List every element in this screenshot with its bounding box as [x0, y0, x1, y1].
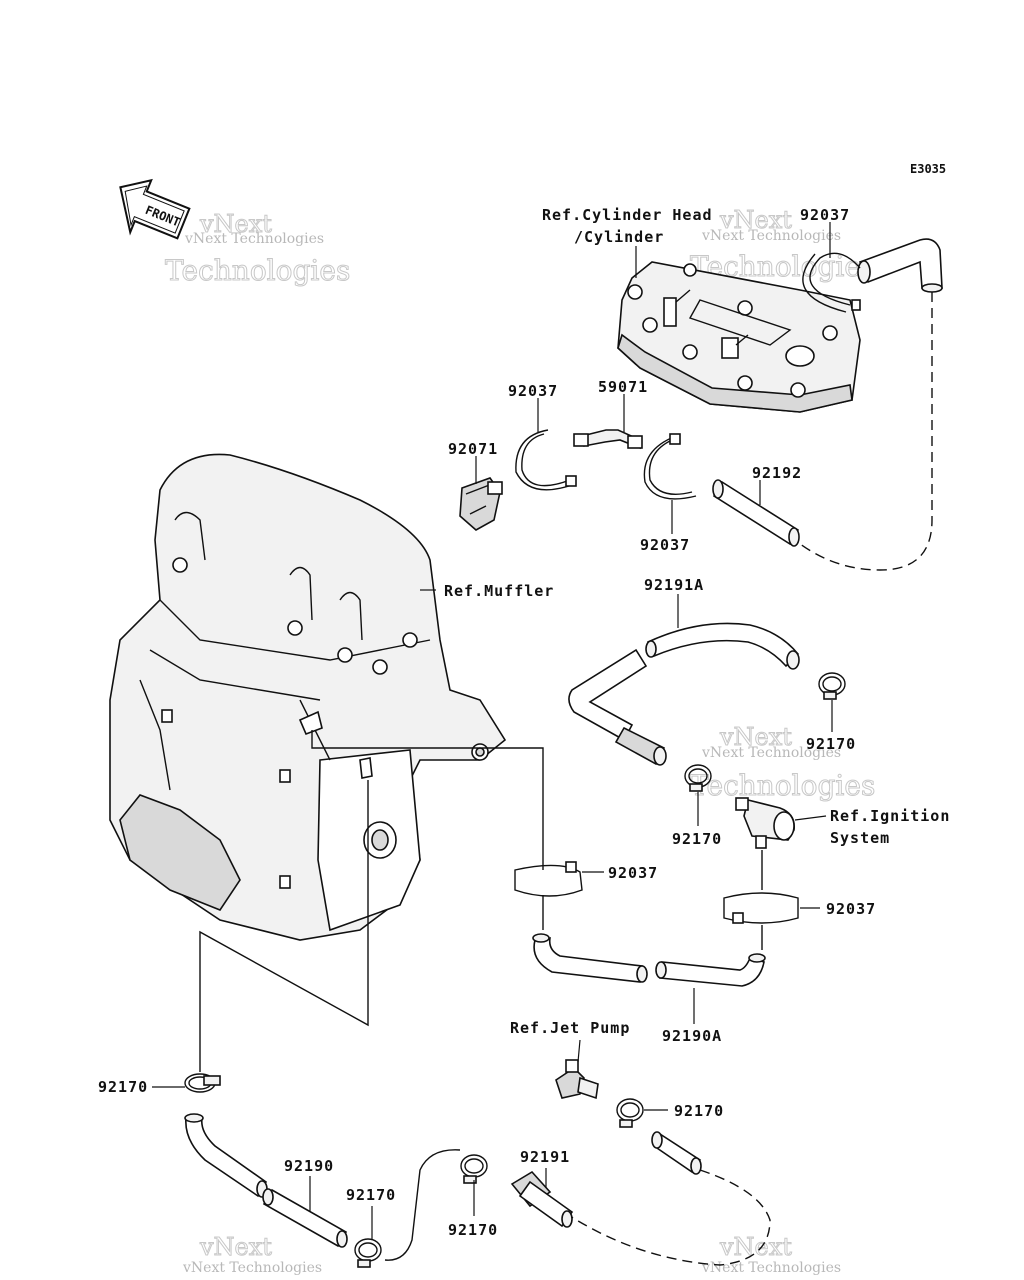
plug-92071	[459, 477, 503, 531]
part-number-92192: 92192	[752, 464, 802, 482]
part-number-92037-top: 92037	[800, 206, 850, 224]
part-number-92190A: 92190A	[662, 1027, 722, 1045]
hose-small-curve	[384, 1149, 461, 1261]
label-ref-cylinder: /Cylinder	[574, 228, 664, 246]
hose-92190A	[532, 933, 766, 987]
watermark-bottom-right: vNext vNext Technologies	[701, 1233, 841, 1277]
jet-pump-fitting	[555, 1059, 599, 1100]
part-number-92170-b: 92170	[672, 830, 722, 848]
svg-text:vNext Technologies: vNext Technologies	[182, 1260, 322, 1276]
svg-text:vNext Technologies: vNext Technologies	[701, 1260, 841, 1276]
watermark-top-right: vNext Technologies vNext Technologies	[690, 206, 876, 284]
part-number-92170-f: 92170	[448, 1221, 498, 1239]
svg-text:vNext: vNext	[719, 723, 792, 751]
part-number-92037-c: 92037	[608, 864, 658, 882]
muffler	[109, 453, 507, 941]
label-ref-cylinder-head: Ref.Cylinder Head	[542, 206, 713, 224]
part-number-92190: 92190	[284, 1157, 334, 1175]
svg-text:vNext Technologies: vNext Technologies	[184, 231, 324, 247]
svg-text:vNext Technologies: vNext Technologies	[701, 228, 841, 244]
hose-92191A	[568, 622, 800, 766]
clamp-92170-e	[184, 1073, 221, 1093]
clamp-92170-c	[616, 1098, 644, 1128]
label-ref-muffler: Ref.Muffler	[444, 582, 554, 600]
watermark-bottom-left: vNext vNext Technologies	[182, 1233, 322, 1277]
watermark-middle-right: vNext Technologies vNext Technologies	[690, 723, 876, 803]
part-number-92037-a: 92037	[508, 382, 558, 400]
part-number-59071: 59071	[598, 378, 648, 396]
clamp-92170-f	[460, 1154, 488, 1184]
clamp-92170-b	[684, 764, 712, 792]
fitting-59071	[573, 429, 643, 450]
part-number-92170-e: 92170	[98, 1078, 148, 1096]
hose-92191	[510, 1170, 574, 1228]
line-muffler-to-clamp	[311, 730, 544, 870]
front-arrow-icon: FRONT	[119, 178, 191, 240]
ignition-fitting	[735, 797, 796, 849]
hose-route-lower-right	[569, 1169, 771, 1266]
clamp-92037-c	[514, 861, 583, 897]
svg-text:Technologies: Technologies	[690, 769, 875, 802]
svg-text:Technologies: Technologies	[165, 254, 350, 287]
cylinder-head	[617, 261, 861, 413]
svg-text:vNext: vNext	[199, 1233, 272, 1261]
label-ref-ignition: Ref.Ignition	[830, 807, 950, 825]
leader-lines	[152, 222, 833, 1240]
hose-92192	[712, 479, 800, 547]
part-number-92071: 92071	[448, 440, 498, 458]
part-number-92037-d: 92037	[826, 900, 876, 918]
part-number-92191A: 92191A	[644, 576, 704, 594]
hose-top-elbow	[857, 238, 943, 293]
part-number-92191: 92191	[520, 1148, 570, 1166]
clamp-92170-a	[818, 672, 846, 700]
svg-text:vNext: vNext	[199, 210, 272, 238]
watermark-top-left: vNext Technologies vNext Technologies	[165, 210, 351, 288]
clamp-92037-top	[802, 252, 861, 313]
diagram-code: E3035	[910, 162, 946, 176]
clamp-92037-d	[723, 892, 799, 924]
part-number-92037-b: 92037	[640, 536, 690, 554]
svg-text:vNext: vNext	[719, 206, 792, 234]
part-number-92170-d: 92170	[346, 1186, 396, 1204]
label-ref-jet-pump: Ref.Jet Pump	[510, 1019, 630, 1037]
hose-lower-right	[651, 1131, 702, 1175]
label-ref-ignition-system: System	[830, 829, 890, 847]
clamp-92037-b	[643, 433, 697, 500]
clamp-92170-d	[354, 1238, 382, 1268]
line-muffler-lower	[199, 780, 369, 1072]
part-number-92170-a: 92170	[806, 735, 856, 753]
part-number-92170-c: 92170	[674, 1102, 724, 1120]
svg-text:vNext Technologies: vNext Technologies	[701, 745, 841, 761]
hose-92190	[184, 1113, 348, 1248]
hose-route-top	[789, 292, 933, 571]
clamp-92037-a	[515, 429, 577, 491]
svg-text:vNext: vNext	[719, 1233, 792, 1261]
labels: Ref.Cylinder Head /Cylinder 92037 92037 …	[98, 206, 950, 1239]
